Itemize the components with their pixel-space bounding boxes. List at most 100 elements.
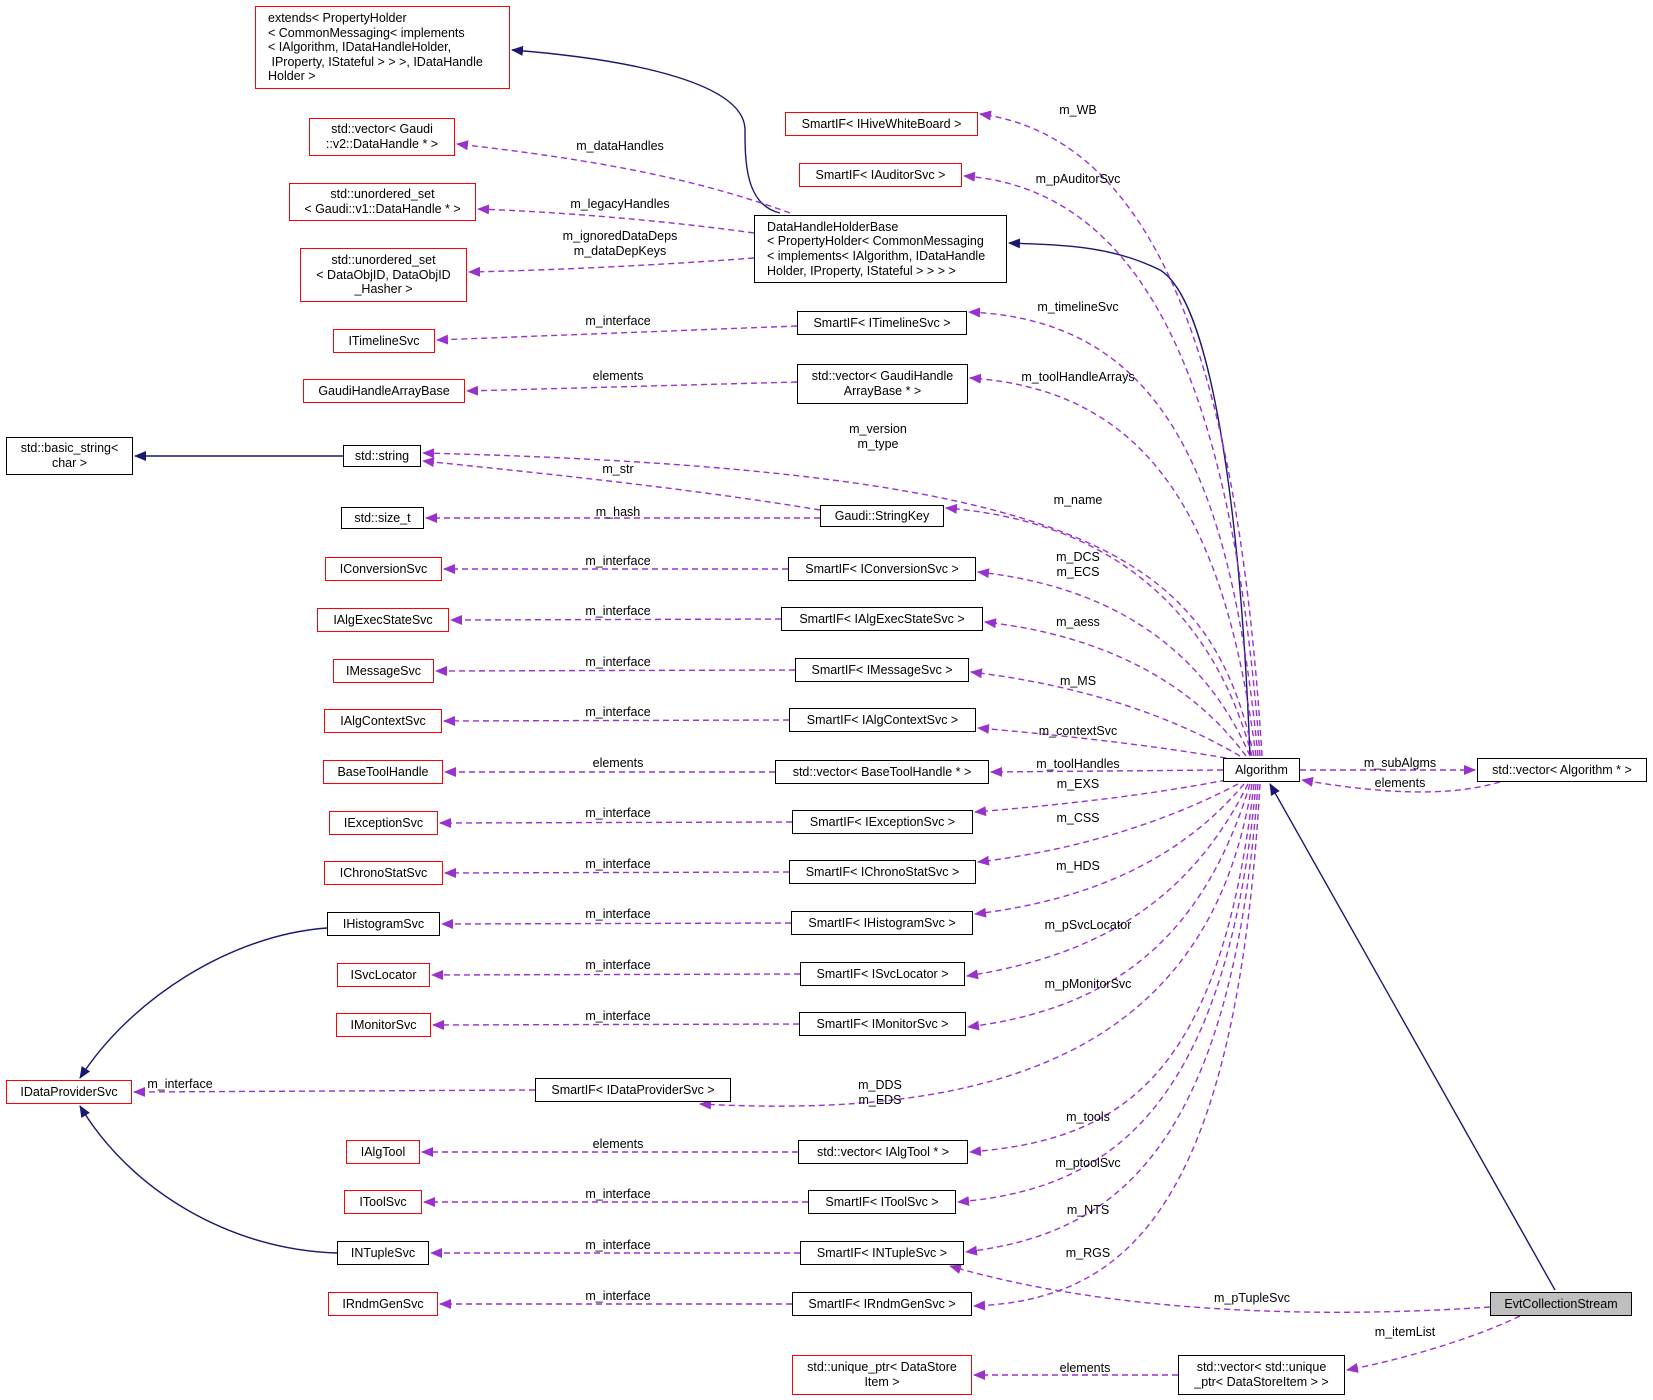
node-ialgcontextsvc[interactable]: IAlgContextSvc <box>324 709 442 733</box>
edge-label-svcloc-interface: m_interface <box>585 958 650 972</box>
edge-label-m-aess: m_aess <box>1056 615 1100 629</box>
edge-use-svcloc-interface <box>431 969 801 980</box>
edge-label-m-tools: m_tools <box>1066 1110 1110 1124</box>
node-vector-ialgtool[interactable]: std::vector< IAlgTool * > <box>798 1140 968 1164</box>
edge-use-mtoolhandles <box>990 766 1224 777</box>
node-smartif-ialgcontextsvc[interactable]: SmartIF< IAlgContextSvc > <box>789 708 976 732</box>
node-smartif-iconversionsvc[interactable]: SmartIF< IConversionSvc > <box>788 557 976 581</box>
node-extends-propertyholder[interactable]: extends< PropertyHolder < CommonMessagin… <box>255 6 510 89</box>
node-vector-algorithm[interactable]: std::vector< Algorithm * > <box>1477 758 1647 782</box>
edge-label-m-exs: m_EXS <box>1057 777 1099 791</box>
edge-use-chrono-interface <box>444 867 790 878</box>
edge-label-m-datahandles: m_dataHandles <box>576 139 664 153</box>
edge-use-hist-interface <box>441 918 792 929</box>
node-imessagesvc[interactable]: IMessageSvc <box>333 659 434 683</box>
edge-label-m-hash: m_hash <box>596 505 641 519</box>
edge-label-tool-elements: elements <box>593 1137 644 1151</box>
node-std-size-t[interactable]: std::size_t <box>341 507 424 529</box>
edge-use-mon-interface <box>432 1019 800 1030</box>
edge-label-timeline-interface: m_interface <box>585 314 650 328</box>
edge-use-mversion-type <box>422 448 1255 757</box>
node-isvclocator[interactable]: ISvcLocator <box>337 963 430 987</box>
edge-label-dp-interface: m_interface <box>147 1077 212 1091</box>
node-itoolsvc[interactable]: IToolSvc <box>344 1190 422 1214</box>
edge-use-mitemlist <box>1346 1315 1521 1373</box>
node-imonitorsvc[interactable]: IMonitorSvc <box>336 1013 431 1037</box>
node-unordered-set-dataobjid[interactable]: std::unordered_set < DataObjID, DataObjI… <box>300 248 467 302</box>
edge-use-mtools <box>969 783 1255 1157</box>
node-gaudi-stringkey[interactable]: Gaudi::StringKey <box>820 505 944 527</box>
node-ialgtool[interactable]: IAlgTool <box>346 1140 420 1164</box>
edge-label-rndm-interface: m_interface <box>585 1289 650 1303</box>
node-std-string[interactable]: std::string <box>343 445 421 467</box>
node-smartif-ihivewhiteboard[interactable]: SmartIF< IHiveWhiteBoard > <box>785 112 978 136</box>
node-algorithm[interactable]: Algorithm <box>1223 758 1300 782</box>
edge-inherit-ihistogramsvc-idataprovidersvc <box>79 927 328 1079</box>
edge-label-hist-interface: m_interface <box>585 907 650 921</box>
node-basetoolhandle[interactable]: BaseToolHandle <box>323 760 443 784</box>
node-datahandleholderbase[interactable]: DataHandleHolderBase < PropertyHolder< C… <box>754 215 1007 283</box>
edge-use-mms <box>970 668 1241 757</box>
node-irndmgensvc[interactable]: IRndmGenSvc <box>328 1292 438 1316</box>
edge-use-timeline-interface <box>436 325 798 345</box>
node-ichronostatsvc[interactable]: IChronoStatSvc <box>324 861 443 885</box>
edge-inherit-datahandleholderbase-extends <box>511 45 781 214</box>
edge-use-alg-elements <box>1301 776 1501 793</box>
edge-inherit-algorithm-datahandleholderbase <box>1008 238 1251 757</box>
node-vector-basetoolhandle[interactable]: std::vector< BaseToolHandle * > <box>775 760 989 784</box>
node-smartif-itoolsvc[interactable]: SmartIF< IToolSvc > <box>808 1190 956 1214</box>
edge-label-m-ms: m_MS <box>1060 674 1096 688</box>
node-vector-gaudihandlearraybase[interactable]: std::vector< GaudiHandle ArrayBase * > <box>797 364 968 404</box>
edge-use-mhds <box>974 783 1245 918</box>
node-intuplesvc[interactable]: INTupleSvc <box>337 1241 429 1265</box>
edge-use-msg-interface <box>435 665 796 676</box>
edge-label-m-pauditorsvc: m_pAuditorSvc <box>1036 172 1121 186</box>
node-smartif-iauditorsvc[interactable]: SmartIF< IAuditorSvc > <box>799 163 962 187</box>
edge-use-exc-interface <box>439 817 793 828</box>
edge-use-dp-interface <box>133 1086 536 1097</box>
edge-use-mnts <box>965 783 1259 1256</box>
node-unique-ptr-datastoreitem[interactable]: std::unique_ptr< DataStore Item > <box>792 1355 972 1395</box>
edge-use-mdds-eds <box>699 783 1253 1110</box>
edge-label-aes-interface: m_interface <box>585 604 650 618</box>
edge-label-m-css: m_CSS <box>1056 811 1099 825</box>
node-smartif-idataprovidersvc[interactable]: SmartIF< IDataProviderSvc > <box>535 1078 731 1102</box>
node-vector-unique-ptr-datastoreitem[interactable]: std::vector< std::unique _ptr< DataStore… <box>1178 1355 1345 1395</box>
edge-label-gh-elements: elements <box>593 369 644 383</box>
edge-use-aes-interface <box>450 614 782 625</box>
edge-label-m-hds: m_HDS <box>1056 859 1100 873</box>
edge-use-mcss <box>977 783 1239 866</box>
node-unordered-set-v1-datahandle[interactable]: std::unordered_set < Gaudi::v1::DataHand… <box>289 183 476 221</box>
node-smartif-irndmgensvc[interactable]: SmartIF< IRndmGenSvc > <box>792 1292 972 1316</box>
node-idataprovidersvc[interactable]: IDataProviderSvc <box>6 1080 132 1104</box>
node-vector-v2-datahandle[interactable]: std::vector< Gaudi ::v2::DataHandle * > <box>309 118 455 156</box>
node-gaudihandlearraybase[interactable]: GaudiHandleArrayBase <box>303 379 465 403</box>
node-ialgexecstatesvc[interactable]: IAlgExecStateSvc <box>317 608 449 632</box>
node-smartif-imonitorsvc[interactable]: SmartIF< IMonitorSvc > <box>799 1012 966 1036</box>
node-smartif-iexceptionsvc[interactable]: SmartIF< IExceptionSvc > <box>792 810 973 834</box>
node-smartif-ichronostatsvc[interactable]: SmartIF< IChronoStatSvc > <box>789 860 976 884</box>
edge-label-m-ptoolsvc: m_ptoolSvc <box>1055 1156 1120 1170</box>
node-smartif-intuplesvc[interactable]: SmartIF< INTupleSvc > <box>800 1241 964 1265</box>
edge-label-toolsvc-interface: m_interface <box>585 1187 650 1201</box>
edge-label-m-rgs: m_RGS <box>1066 1246 1110 1260</box>
node-ihistogramsvc[interactable]: IHistogramSvc <box>327 912 440 936</box>
node-smartif-ialgexecstatesvc[interactable]: SmartIF< IAlgExecStateSvc > <box>781 607 983 631</box>
node-itimelinesvc[interactable]: ITimelineSvc <box>333 329 435 353</box>
edge-label-m-subalgms: m_subAlgms <box>1364 756 1436 770</box>
node-iexceptionsvc[interactable]: IExceptionSvc <box>329 811 438 835</box>
node-smartif-imessagesvc[interactable]: SmartIF< IMessageSvc > <box>795 658 969 682</box>
edge-label-chrono-interface: m_interface <box>585 857 650 871</box>
node-evtcollectionstream[interactable]: EvtCollectionStream <box>1490 1292 1632 1316</box>
edge-use-maess <box>984 618 1247 757</box>
node-iconversionsvc[interactable]: IConversionSvc <box>325 557 442 581</box>
node-smartif-isvclocator[interactable]: SmartIF< ISvcLocator > <box>800 962 965 986</box>
node-smartif-ihistogramsvc[interactable]: SmartIF< IHistogramSvc > <box>791 911 973 935</box>
node-smartif-itimelinesvc[interactable]: SmartIF< ITimelineSvc > <box>797 311 967 335</box>
node-basic-string[interactable]: std::basic_string< char > <box>6 437 133 475</box>
